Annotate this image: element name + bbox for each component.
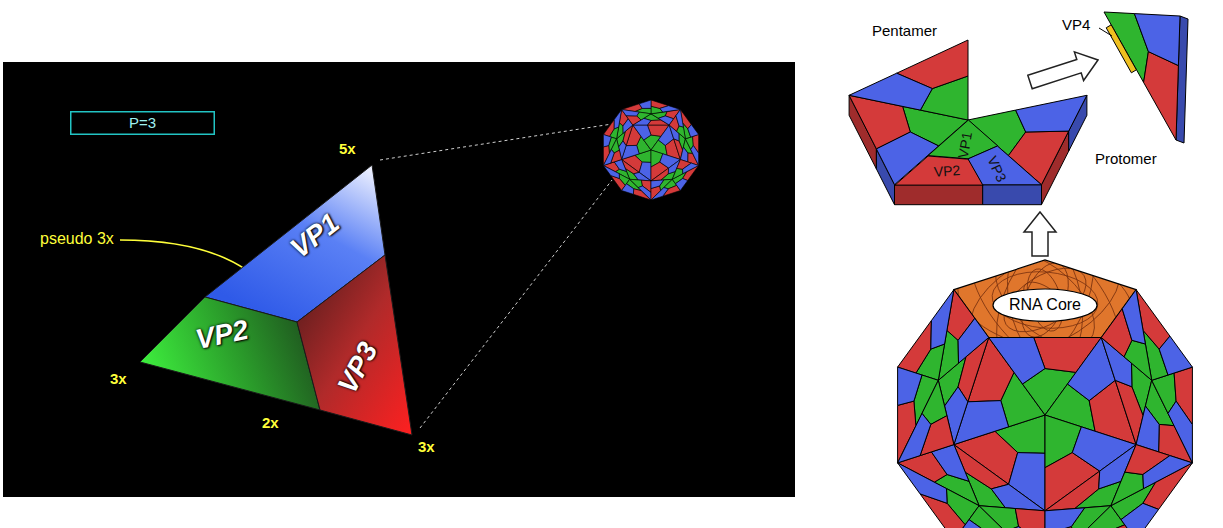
side-face (895, 185, 983, 205)
symmetry-label: 3x (418, 438, 435, 455)
capsid-subunit (989, 338, 1045, 385)
capsid-subunit (1143, 456, 1193, 489)
subunit-label: VP2 (933, 162, 961, 180)
capsid-subunit (603, 166, 619, 179)
projection-line (420, 180, 612, 428)
capsid-subunit (1005, 527, 1045, 528)
capsid-subunit (638, 186, 651, 200)
vp2-region: VP2 (138, 295, 322, 412)
capsid-subunit (683, 163, 699, 174)
region-shape (966, 144, 1043, 187)
box-border (71, 112, 215, 135)
part-label: VP4 (1062, 16, 1090, 33)
leader-line (1099, 28, 1112, 36)
capsid-subunit (1045, 471, 1100, 511)
capsid-subunit (603, 150, 614, 166)
symmetry-label: 5x (339, 140, 356, 157)
capsid-subunit (614, 110, 621, 129)
protomer-wedge (849, 73, 932, 110)
capsid-subunit (630, 179, 643, 187)
projection-line (380, 124, 612, 160)
region-shape (138, 295, 322, 412)
capsid-subunit (691, 146, 699, 166)
capsid-subunit (1045, 508, 1085, 528)
cut-rim (954, 260, 1136, 338)
rna-strand (990, 267, 1100, 332)
capsid-subunit (1168, 401, 1192, 463)
capsid-subunit (622, 184, 634, 195)
capsid-subunit (1122, 290, 1145, 344)
capsid-drawing (898, 195, 1193, 528)
capsid-subunit (626, 116, 641, 125)
region-fill (297, 255, 412, 435)
capsid-subunit (931, 290, 954, 350)
ellipse-border (993, 289, 1097, 321)
block-arrow (1028, 52, 1098, 89)
region-fill (140, 297, 320, 410)
capsid-subunit (603, 135, 611, 147)
part-label: Protomer (1095, 150, 1157, 167)
capsid-subunit (688, 125, 699, 138)
capsid-subunit (1136, 406, 1159, 452)
side-face (983, 185, 1042, 205)
capsid-subunit (633, 125, 651, 140)
parameter-box: P=3 (70, 111, 215, 135)
capsid-subunit (676, 110, 684, 128)
capsid-subunit (1111, 472, 1144, 506)
protomer-drawing (1104, 12, 1188, 143)
capsid-subunit (1015, 509, 1045, 528)
capsid-subunit (958, 318, 989, 363)
block-arrow (1024, 212, 1056, 256)
symmetry-label: 3x (110, 370, 127, 387)
pentamer-drawing (849, 40, 1087, 205)
protomer-wedge (1144, 52, 1179, 140)
capsid-subunit (639, 100, 651, 108)
capsid-subunit (651, 180, 664, 189)
black-panel (3, 62, 795, 497)
capsid-subunit (898, 367, 922, 405)
core-label: RNA Core (1009, 296, 1081, 314)
capsid-subunit (898, 463, 948, 503)
protomer-wedge (1134, 14, 1180, 66)
capsid-subunit (651, 188, 668, 200)
capsid-subunit (622, 110, 640, 116)
capsid-subunit (954, 520, 991, 528)
vp3-region: VP3 (295, 253, 414, 437)
rna-core-ellipse: RNA Core (992, 288, 1098, 322)
capsid-subunit (676, 179, 688, 191)
protomer-wedge (1016, 95, 1087, 132)
region-fill (968, 146, 1042, 185)
capsid-sphere (603, 100, 698, 200)
capsid-subunit (1159, 336, 1192, 375)
symmetry-label: 2x (262, 414, 279, 431)
vp3-subunit: VP3 (966, 144, 1043, 187)
vp4-strip (1106, 25, 1136, 73)
parameter-label: P=3 (129, 114, 156, 131)
capsid-subunit (1121, 503, 1159, 528)
capsid-subunit (660, 106, 681, 112)
capsid-subunit (898, 413, 931, 463)
capsid-subunit (672, 168, 683, 179)
capsid-subunit (898, 321, 932, 374)
symmetry-label: pseudo 3x (40, 230, 114, 248)
part-label: Pentamer (872, 22, 937, 39)
capsid-subunit (651, 168, 669, 181)
capsid-subunit (979, 506, 1019, 528)
capsid-subunit (603, 120, 614, 137)
